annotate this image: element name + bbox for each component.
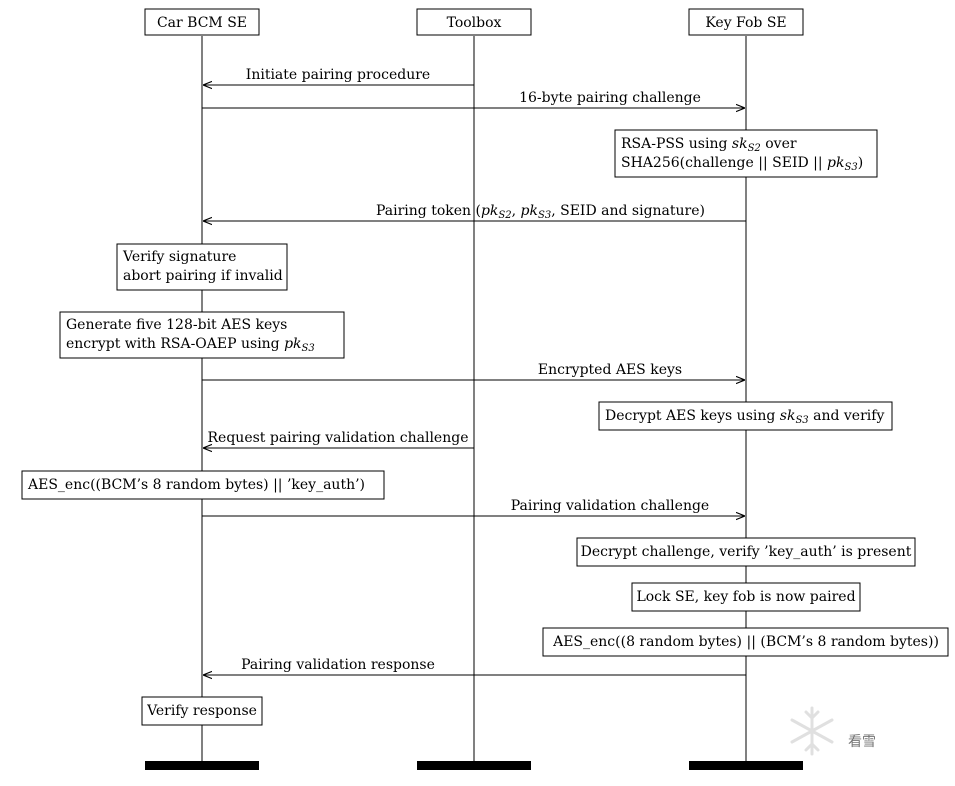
generate-keys-line2-text: encrypt with RSA-OAEP using pk_S3 [66, 346, 85, 349]
message-initiate-pairing: Initiate pairing procedure [203, 67, 474, 85]
note-aes-enc-bcm: AES_enc((BCM’s 8 random bytes) || ’key_a… [21, 470, 385, 500]
snowflake-icon [790, 706, 834, 756]
message-pairing-challenge: 16-byte pairing challenge [202, 90, 745, 108]
aes-enc-fob-text: AES_enc((8 random bytes) || (BCM’s 8 ran… [552, 634, 939, 650]
message-initiate-label: Initiate pairing procedure [246, 67, 430, 83]
note-verify-response: Verify response [141, 696, 263, 726]
note-decrypt-aes-keys: Decrypt AES keys using sk_S3 and verify … [598, 401, 893, 431]
note-rsa-pss-line1: RSA-PSS using sk_S2 over RSA-PSS using s… [621, 136, 797, 154]
message-validation-challenge: Pairing validation challenge [202, 498, 745, 516]
generate-keys-line1: Generate five 128-bit AES keys [66, 317, 287, 333]
message-pairing-token-label: Pairing token (pk_S2, pk_S3, SEID and si… [376, 203, 705, 221]
message-validation-challenge-label: Pairing validation challenge [511, 498, 709, 514]
note-aes-enc-fob: AES_enc((8 random bytes) || (BCM’s 8 ran… [542, 627, 949, 657]
lifeline-end-bcm [145, 761, 259, 770]
participant-toolbox: Toolbox [416, 8, 532, 36]
aes-enc-bcm-text: AES_enc((BCM’s 8 random bytes) || ’key_a… [27, 477, 365, 493]
participant-bcm-label: Car BCM SE [157, 15, 247, 31]
participant-fob: Key Fob SE [688, 8, 804, 36]
generate-keys-line2: encrypt with RSA-OAEP using pk_S3 encryp… [66, 336, 315, 354]
note-rsa-pss: RSA-PSS using sk_S2 over RSA-PSS using s… [614, 129, 878, 178]
pairing-token-text: Pairing token (pk_S2, pk_S3, SEID and si… [376, 213, 402, 216]
rsa-pss-line2-text: SHA256(challenge || SEID || pk_S3) [621, 165, 640, 168]
participant-bcm: Car BCM SE [144, 8, 260, 36]
message-pairing-token: Pairing token (pk_S2, pk_S3, SEID and si… [203, 203, 746, 221]
participant-fob-label: Key Fob SE [705, 15, 786, 31]
lifeline-end-fob [689, 761, 803, 770]
note-verify-signature: Verify signature abort pairing if invali… [116, 243, 288, 291]
note-rsa-pss-line2: SHA256(challenge || SEID || pk_S3) SHA25… [621, 155, 863, 173]
note-generate-aes-keys: Generate five 128-bit AES keys encrypt w… [59, 311, 345, 359]
note-lock-se: Lock SE, key fob is now paired [631, 582, 861, 612]
watermark: 看雪 [790, 706, 876, 756]
verify-response-text: Verify response [146, 703, 257, 719]
decrypt-keys-text: Decrypt AES keys using sk_S3 and verify [605, 418, 626, 421]
lock-se-text: Lock SE, key fob is now paired [636, 589, 855, 605]
message-validation-response: Pairing validation response [203, 657, 746, 675]
note-decrypt-challenge: Decrypt challenge, verify ’key_auth’ is … [576, 537, 916, 567]
message-validation-response-label: Pairing validation response [241, 657, 435, 673]
lifeline-end-toolbox [417, 761, 531, 770]
verify-signature-line2: abort pairing if invalid [123, 268, 283, 284]
message-encrypted-keys: Encrypted AES keys [202, 362, 745, 380]
rsa-pss-line1-text: RSA-PSS using sk_S2 over [621, 147, 635, 149]
message-challenge-label: 16-byte pairing challenge [519, 90, 701, 106]
message-request-validation-label: Request pairing validation challenge [208, 430, 469, 446]
participant-toolbox-label: Toolbox [447, 15, 502, 31]
message-request-validation: Request pairing validation challenge [203, 430, 474, 448]
decrypt-challenge-text: Decrypt challenge, verify ’key_auth’ is … [581, 544, 912, 560]
watermark-text: 看雪 [848, 734, 876, 750]
message-encrypted-keys-label: Encrypted AES keys [538, 362, 682, 378]
decrypt-keys-text-wrap: Decrypt AES keys using sk_S3 and verify … [605, 408, 884, 426]
verify-signature-line1: Verify signature [122, 249, 236, 265]
